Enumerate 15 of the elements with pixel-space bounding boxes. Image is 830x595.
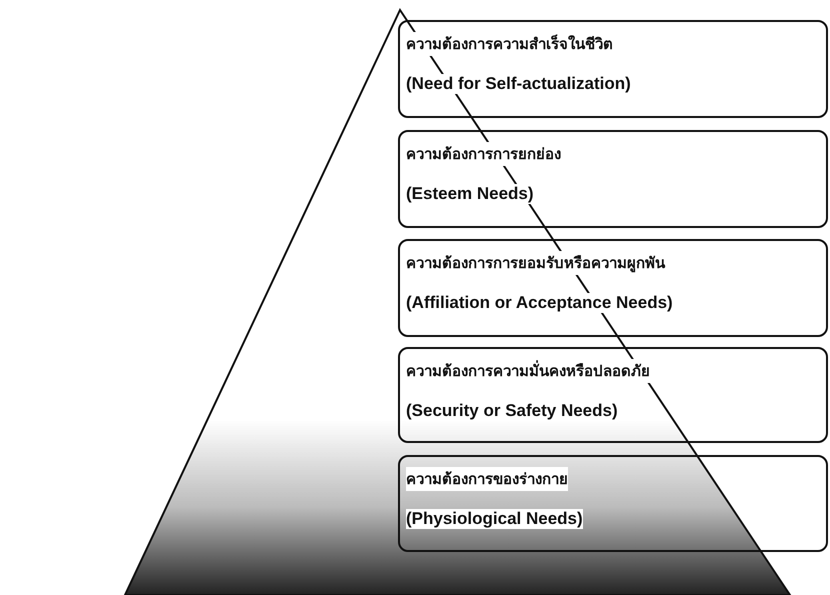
level-subtitle: (Security or Safety Needs) xyxy=(406,401,618,421)
level-box xyxy=(398,239,828,337)
level-title: ความต้องการความสำเร็จในชีวิต xyxy=(406,32,613,56)
level-title: ความต้องการของร่างกาย xyxy=(406,467,568,491)
level-subtitle: (Esteem Needs) xyxy=(406,184,534,204)
level-box xyxy=(398,20,828,118)
level-subtitle: (Need for Self-actualization) xyxy=(406,74,631,94)
level-subtitle: (Physiological Needs) xyxy=(406,509,583,529)
level-box xyxy=(398,455,828,552)
level-box xyxy=(398,130,828,228)
level-subtitle: (Affiliation or Acceptance Needs) xyxy=(406,293,673,313)
level-title: ความต้องการความมั่นคงหรือปลอดภัย xyxy=(406,359,650,383)
level-box xyxy=(398,347,828,443)
level-title: ความต้องการการยอมรับหรือความผูกพัน xyxy=(406,251,665,275)
level-title: ความต้องการการยกย่อง xyxy=(406,142,561,166)
